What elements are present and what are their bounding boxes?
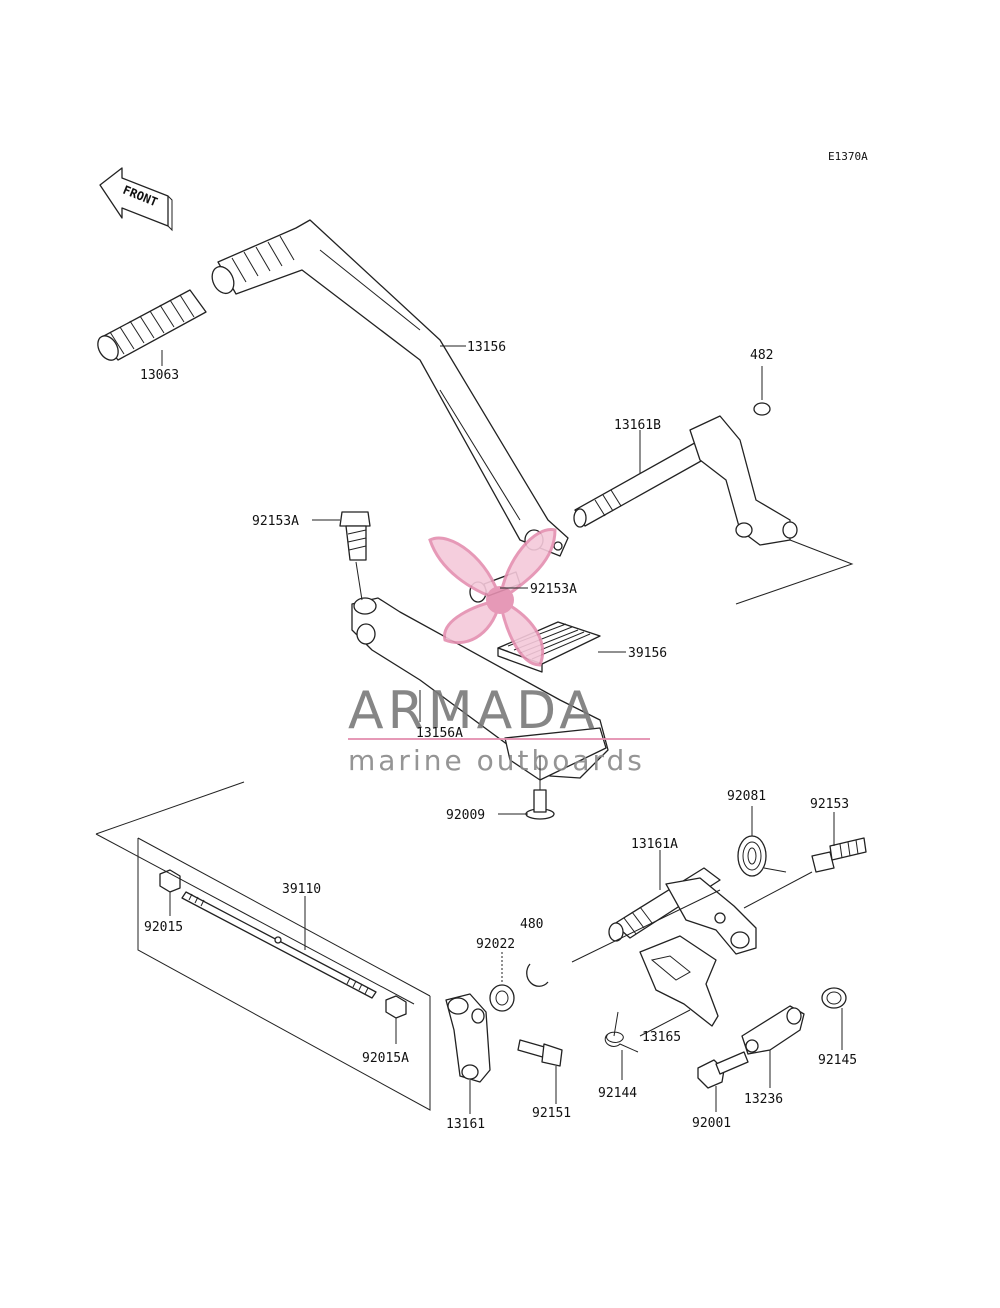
label-482: 482: [750, 348, 773, 400]
spring-92145: [821, 987, 847, 1009]
label-13156A: 13156A: [416, 690, 463, 741]
label-13156: 13156: [440, 340, 506, 355]
svg-text:480: 480: [520, 917, 543, 932]
svg-text:482: 482: [750, 348, 773, 363]
watermark: ARMADA marine outboards: [348, 528, 650, 777]
arm-13161: [445, 993, 491, 1083]
spring-92144: [604, 1011, 639, 1053]
svg-text:13165: 13165: [642, 1030, 681, 1045]
label-92145: 92145: [818, 1008, 857, 1068]
svg-text:92151: 92151: [532, 1106, 571, 1121]
brake-lever-13156A: [351, 597, 609, 781]
front-arrow-icon: FRONT: [99, 167, 173, 232]
shift-lever-13156: [211, 219, 569, 557]
svg-text:92153A: 92153A: [530, 582, 577, 597]
svg-text:92009: 92009: [446, 808, 485, 823]
circlip-480: [526, 963, 549, 987]
svg-text:92015: 92015: [144, 920, 183, 935]
spring-92081: [737, 835, 787, 877]
svg-text:92144: 92144: [598, 1086, 637, 1101]
plate-13165: [639, 935, 719, 1027]
label-92153A-top: 92153A: [252, 514, 363, 601]
label-92022: 92022: [476, 937, 515, 984]
svg-text:13063: 13063: [140, 368, 179, 383]
label-13236: 13236: [744, 1050, 783, 1107]
svg-text:13156A: 13156A: [416, 726, 463, 741]
svg-text:39156: 39156: [628, 646, 667, 661]
shaft-13161A: [608, 867, 757, 955]
washer-92022: [489, 984, 515, 1012]
label-39110: 39110: [282, 882, 321, 950]
propeller-logo-icon: [428, 528, 557, 667]
label-92081: 92081: [727, 789, 766, 836]
label-92009: 92009: [446, 756, 541, 823]
arm-13236: [741, 1005, 805, 1055]
nut-92015: [159, 869, 181, 893]
svg-text:92015A: 92015A: [362, 1051, 409, 1066]
bolt-92151: [517, 1039, 563, 1067]
washer-482: [753, 402, 771, 416]
bolt-92153A-top: [339, 511, 371, 561]
label-13161: 13161: [446, 1080, 485, 1132]
label-13165: 13165: [639, 1009, 691, 1045]
svg-text:92022: 92022: [476, 937, 515, 952]
label-92153A-mid: 92153A: [500, 582, 577, 597]
label-92001: 92001: [692, 1086, 731, 1131]
tie-rod-39110: [181, 891, 377, 999]
label-13161B: 13161B: [614, 418, 661, 474]
label-480: 480: [520, 917, 543, 932]
svg-text:13156: 13156: [467, 340, 506, 355]
shaft-13161B: [573, 415, 798, 546]
label-92015A: 92015A: [362, 1018, 409, 1066]
label-92144: 92144: [598, 1050, 637, 1101]
nut-92015A: [385, 995, 407, 1019]
label-92015: 92015: [144, 892, 183, 935]
svg-text:92153: 92153: [810, 797, 849, 812]
svg-text:92081: 92081: [727, 789, 766, 804]
label-13161A: 13161A: [631, 837, 678, 890]
bolt-92001: [697, 1051, 749, 1089]
label-39156: 39156: [598, 646, 667, 661]
watermark-brand: ARMADA: [348, 681, 599, 741]
label-92153: 92153: [810, 797, 849, 846]
svg-text:13161B: 13161B: [614, 418, 661, 433]
bolt-92009: [525, 789, 555, 820]
svg-text:13161: 13161: [446, 1117, 485, 1132]
svg-text:13161A: 13161A: [631, 837, 678, 852]
bolt-92153: [811, 837, 867, 873]
label-92151: 92151: [532, 1066, 571, 1121]
svg-text:39110: 39110: [282, 882, 321, 897]
svg-text:92145: 92145: [818, 1053, 857, 1068]
watermark-tagline: marine outboards: [348, 744, 645, 777]
label-13063: 13063: [140, 350, 179, 383]
svg-text:92001: 92001: [692, 1116, 731, 1131]
diagram-code: E1370A: [828, 150, 868, 163]
svg-text:13236: 13236: [744, 1092, 783, 1107]
grip-rubber-13063: [97, 289, 207, 361]
svg-text:92153A: 92153A: [252, 514, 299, 529]
